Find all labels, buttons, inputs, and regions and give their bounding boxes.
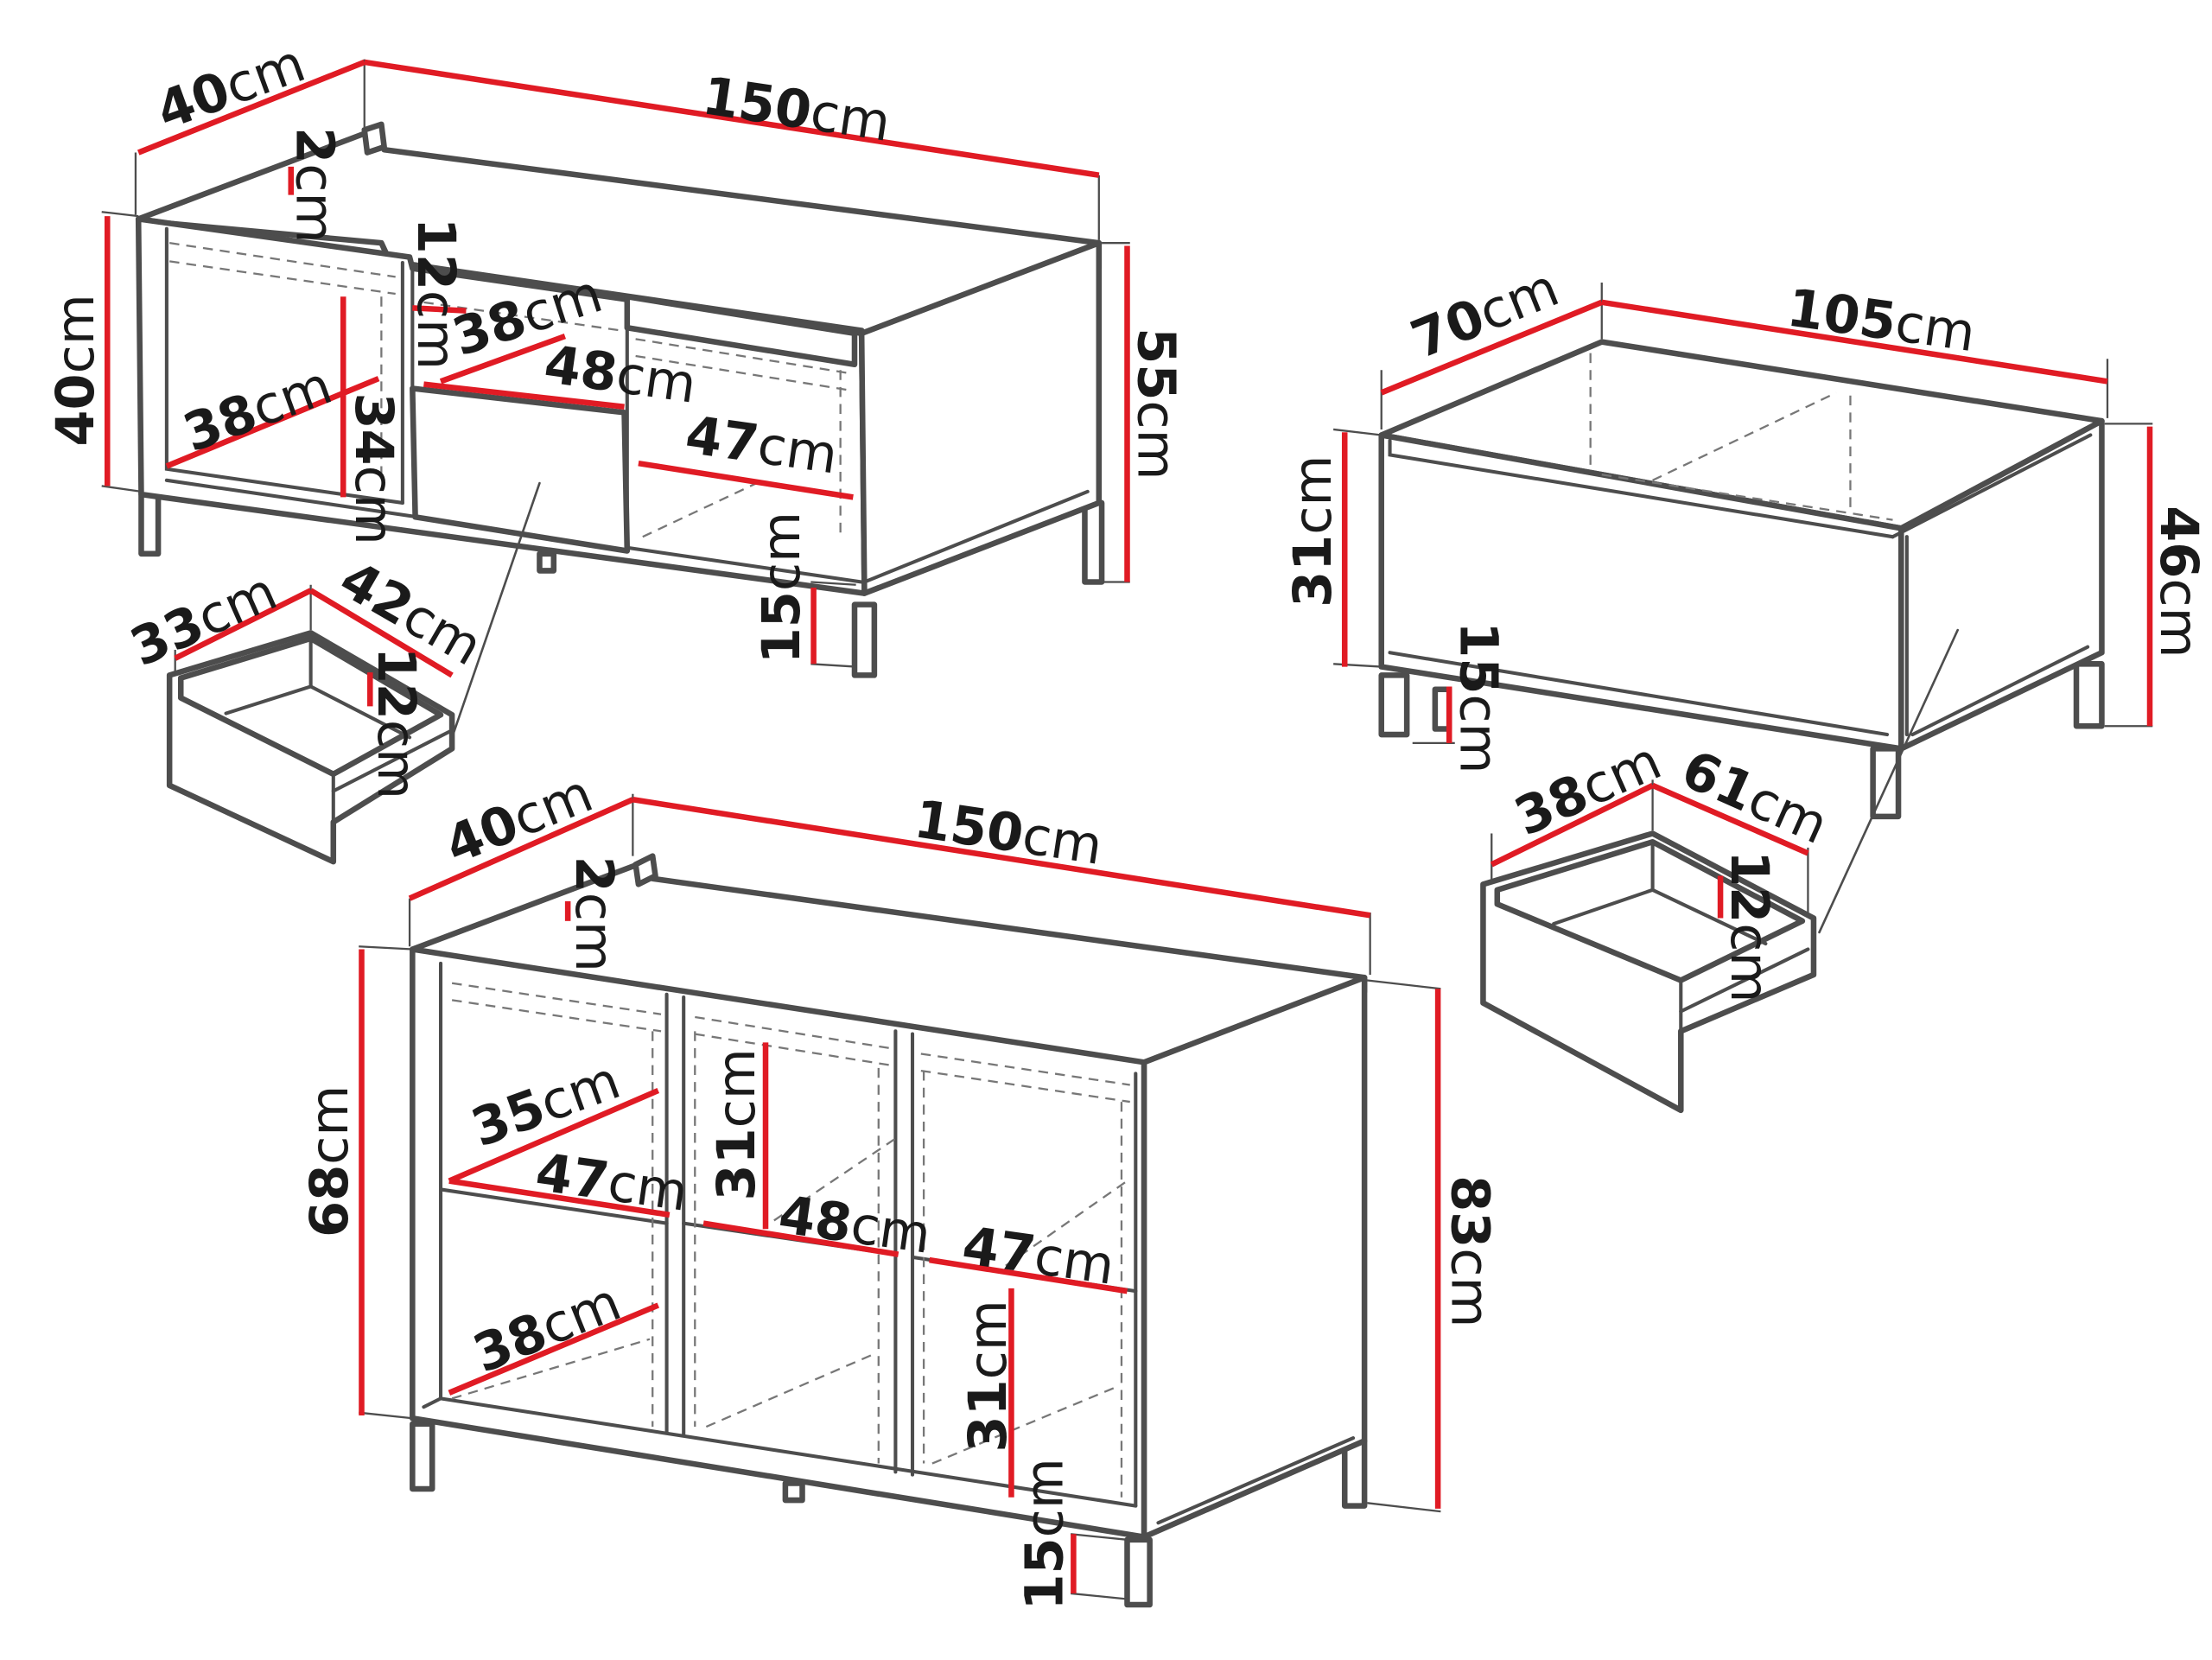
- table-width-label: 105cm: [1783, 278, 1979, 365]
- coffee-table: 70cm 105cm 31cm 46cm 15cm: [1283, 258, 2209, 934]
- tv-leg-label: 15cm: [752, 512, 812, 664]
- sideboard-mid-width-label: 48cm: [775, 1185, 934, 1266]
- tv-drawer-height-label: 12cm: [365, 647, 426, 799]
- table-depth-label: 70cm: [1403, 258, 1567, 371]
- tv-width-label: 150cm: [699, 66, 894, 154]
- tv-right-width-label: 47cm: [682, 405, 841, 487]
- sideboard-mid-height-label: 31cm: [707, 1048, 767, 1200]
- tv-total-height-label: 55cm: [1126, 328, 1186, 480]
- sideboard-width-label: 150cm: [911, 789, 1106, 877]
- tv-drawer: 33cm 42cm 12cm: [122, 550, 492, 865]
- sideboard-height-label: 83cm: [1439, 1175, 1499, 1327]
- sideboard: 40cm 150cm 2cm 68cm 83cm 35cm 47cm 31cm …: [300, 763, 1499, 1610]
- sideboard-body-label: 68cm: [300, 1085, 360, 1237]
- tv-left-height-label: 34cm: [343, 392, 404, 544]
- sideboard-top-label: 2cm: [563, 856, 624, 972]
- tv-height-label: 40cm: [46, 294, 106, 446]
- tv-depth-label: 40cm: [149, 33, 313, 142]
- table-drawer-height-label: 12cm: [1719, 850, 1779, 1002]
- table-body-label: 31cm: [1283, 455, 1344, 607]
- table-height-label: 46cm: [2148, 506, 2209, 658]
- tv-cabinet: 40cm 150cm 40cm 55cm 2cm 12cm 38cm 48cm …: [46, 33, 1186, 747]
- sideboard-left-width-label: 47cm: [532, 1142, 691, 1224]
- sideboard-right-width-label: 47cm: [959, 1216, 1118, 1297]
- table-leg-label: 15cm: [1447, 621, 1508, 773]
- tv-shelf-width-label: 48cm: [541, 334, 700, 416]
- sideboard-right-height-label: 31cm: [958, 1300, 1019, 1452]
- table-drawer: 38cm 61cm 12cm: [1480, 731, 1837, 1114]
- tv-top-shelf-label: 12cm: [405, 218, 466, 370]
- table-drawer-depth-label: 38cm: [1506, 731, 1670, 849]
- sideboard-leg-label: 15cm: [1014, 1458, 1075, 1610]
- table-drawer-width-label: 61cm: [1673, 739, 1837, 856]
- tv-top-label: 2cm: [283, 127, 344, 243]
